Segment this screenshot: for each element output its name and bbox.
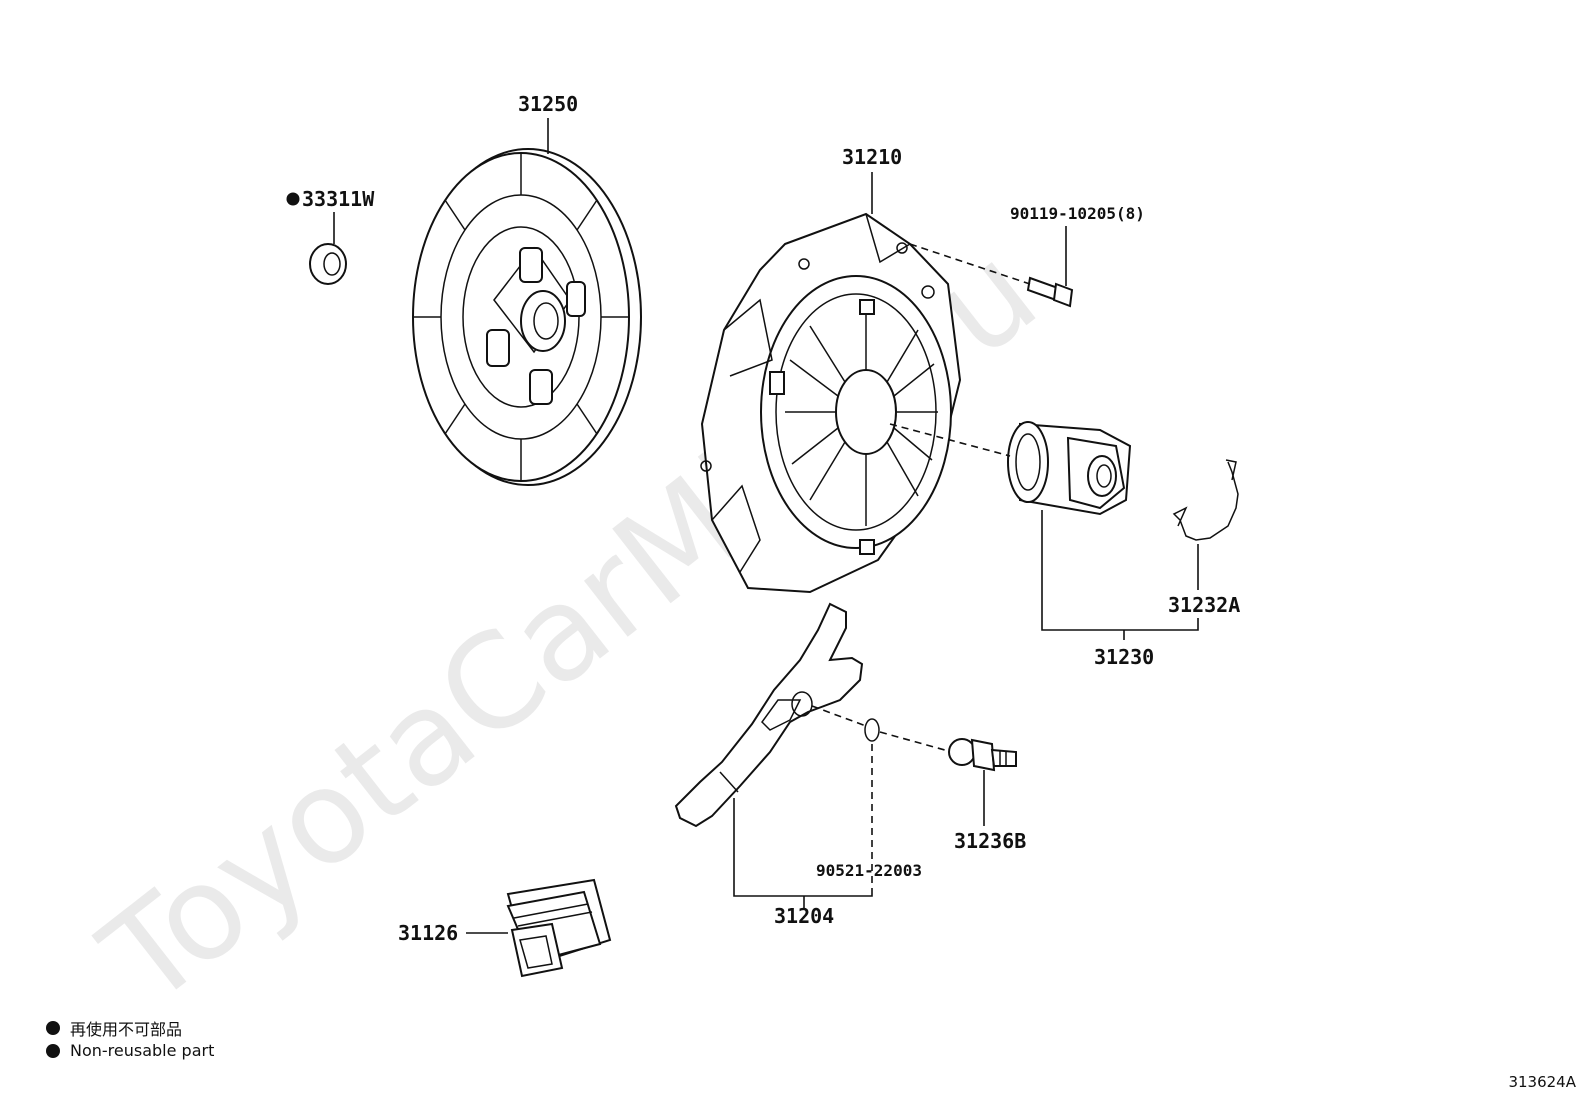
label-31204[interactable]: 31204 xyxy=(774,904,834,928)
label-31232A[interactable]: 31232A xyxy=(1168,593,1240,617)
label-31210[interactable]: 31210 xyxy=(842,145,902,169)
label-90521-22003[interactable]: 90521-22003 xyxy=(816,861,922,880)
label-31126[interactable]: 31126 xyxy=(398,921,458,945)
label-33311W[interactable]: 33311W xyxy=(302,187,375,211)
fork-support[interactable] xyxy=(948,738,1017,772)
label-31236B[interactable]: 31236B xyxy=(954,829,1026,853)
release-fork[interactable] xyxy=(674,602,864,828)
legend-en: Non-reusable part xyxy=(46,1041,214,1060)
figure-code: 313624A xyxy=(1508,1073,1576,1091)
fork-ring[interactable] xyxy=(864,718,880,742)
label-90119-10205[interactable]: 90119-10205(8) xyxy=(1010,204,1145,223)
release-bearing-hub[interactable] xyxy=(1007,421,1132,516)
legend-jp: 再使用不可部品 xyxy=(46,1016,182,1040)
cover-bolt[interactable] xyxy=(1026,276,1074,308)
legend-jp-text: 再使用不可部品 xyxy=(70,1020,183,1039)
label-31250[interactable]: 31250 xyxy=(518,92,578,116)
legend-en-text: Non-reusable part xyxy=(70,1041,215,1060)
clutch-disc[interactable] xyxy=(412,148,642,486)
non-reusable-marker xyxy=(286,192,300,206)
non-reusable-dot-icon xyxy=(46,1043,60,1058)
hub-clip[interactable] xyxy=(1172,459,1239,541)
label-31230[interactable]: 31230 xyxy=(1094,645,1154,669)
pilot-bearing[interactable] xyxy=(309,243,347,285)
fork-boot[interactable] xyxy=(506,878,612,978)
non-reusable-dot-icon xyxy=(46,1021,60,1035)
clutch-cover[interactable] xyxy=(700,212,962,594)
